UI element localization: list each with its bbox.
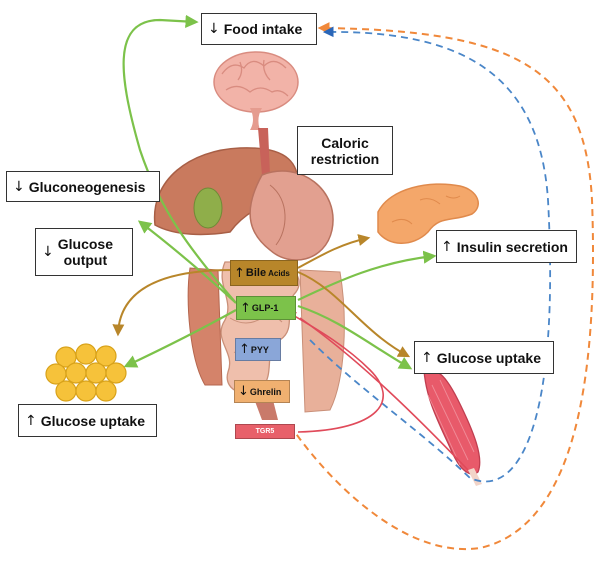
bile-label: Bile	[245, 267, 267, 279]
glp1-tag: ↑ GLP-1	[236, 296, 296, 320]
pyy-tag: ↑ PYY	[235, 338, 281, 361]
caloric-restriction-line2: restriction	[310, 150, 380, 167]
pyy-label: PYY	[250, 344, 269, 355]
glucose-uptake-muscle-label: Glucose uptake	[436, 349, 541, 366]
up-arrow-icon: ↑	[239, 342, 250, 357]
blue-dashed-line	[309, 26, 551, 483]
bile-to-pancreas-arrow	[297, 234, 371, 269]
pancreas-icon	[377, 183, 479, 244]
bile-to-muscle-arrow	[297, 271, 411, 358]
muscle-to-glp1-red-line	[299, 317, 469, 471]
glucose-uptake-muscle-box: ↑ Glucose uptake	[414, 341, 554, 374]
glp1-to-fat-uptake-arrow	[123, 309, 237, 368]
stomach-icon	[249, 128, 334, 261]
up-arrow-icon: ↑	[240, 300, 251, 316]
up-arrow-icon: ↑	[234, 265, 245, 281]
down-arrow-icon: ↓	[13, 178, 25, 195]
glucose-output-box: ↓ Glucose output	[35, 228, 133, 276]
ghrelin-tag: ↓ Ghrelin	[234, 380, 290, 403]
down-arrow-icon: ↓	[208, 21, 220, 37]
insulin-secretion-label: Insulin secretion	[456, 238, 568, 255]
glp1-label: GLP-1	[251, 303, 279, 313]
bile-acids-tag: ↑ Bile Acids	[230, 260, 298, 286]
glp1-to-muscle-uptake-arrow	[297, 304, 413, 370]
bile-to-fat-arrow	[112, 269, 233, 337]
gluconeogenesis-box: ↓ Gluconeogenesis	[6, 171, 160, 202]
down-arrow-icon: ↓	[42, 244, 54, 260]
glucose-uptake-fat-box: ↑ Glucose uptake	[18, 404, 157, 437]
glucose-output-line2: output	[63, 252, 108, 268]
glucose-uptake-fat-label: Glucose uptake	[40, 412, 145, 429]
tgr5-label: TGR5	[255, 428, 275, 435]
up-arrow-icon: ↑	[441, 238, 453, 255]
gluconeogenesis-label: Gluconeogenesis	[28, 178, 146, 195]
up-arrow-icon: ↑	[421, 349, 433, 366]
caloric-restriction-line1: Caloric	[321, 134, 369, 151]
caloric-restriction-box: Caloric restriction	[297, 126, 393, 175]
down-arrow-icon: ↓	[238, 384, 249, 399]
insulin-secretion-box: ↑ Insulin secretion	[436, 230, 577, 263]
adipose-cells-icon	[45, 343, 127, 402]
up-arrow-icon: ↑	[25, 412, 37, 429]
acids-label: Acids	[268, 268, 290, 278]
ghrelin-label: Ghrelin	[249, 386, 282, 397]
muscle-icon	[423, 368, 482, 486]
orange-dashed-line	[289, 22, 594, 551]
glucose-output-line1: Glucose	[57, 236, 113, 252]
glp1-to-food-intake-arrow	[122, 14, 237, 304]
brain-icon	[213, 51, 299, 130]
food-intake-label: Food intake	[223, 21, 303, 37]
glp1-to-gluconeogenesis-arrow	[137, 220, 237, 304]
glp1-to-insulin-arrow	[297, 250, 437, 301]
food-intake-box: ↓ Food intake	[201, 13, 317, 45]
tgr5-tag: TGR5	[235, 424, 295, 439]
